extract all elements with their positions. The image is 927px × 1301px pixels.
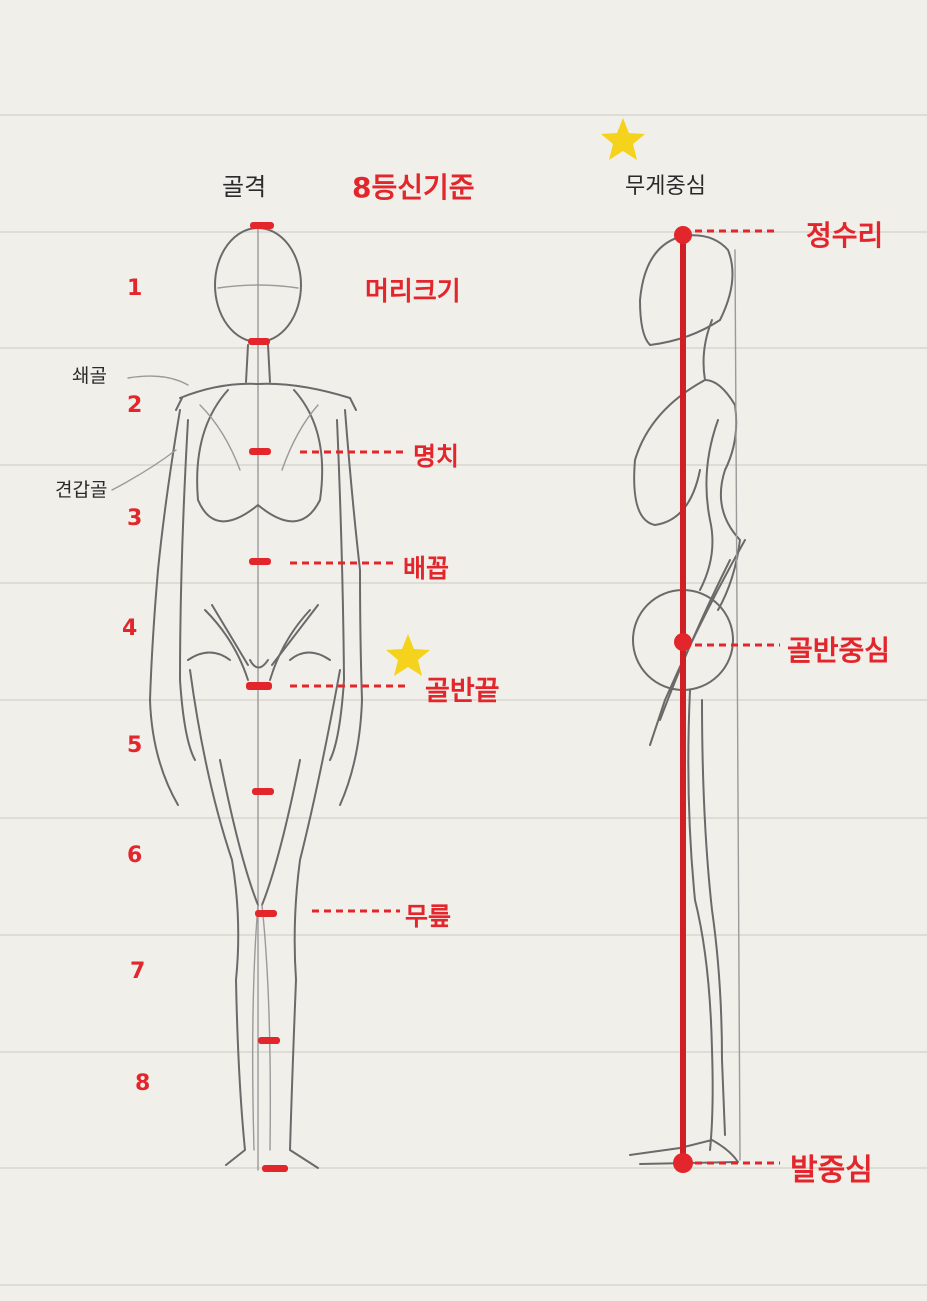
unit-number: 4 <box>122 616 137 641</box>
unit-number: 5 <box>127 733 142 758</box>
unit-number: 6 <box>127 843 142 868</box>
front-title: 골격 <box>222 173 266 201</box>
shoulder-blade-label: 견갑골 <box>55 479 107 501</box>
front-figure-markers <box>246 222 288 1172</box>
side-figure-sketch <box>629 234 746 1165</box>
front-leader-lines <box>290 450 405 913</box>
unit-number: 7 <box>130 959 145 984</box>
landmark-knee-label: 무릎 <box>405 902 451 931</box>
landmark-navel-label: 배꼽 <box>403 554 449 583</box>
paper-lines <box>0 114 927 1286</box>
unit-number: 2 <box>127 393 142 418</box>
pelvis-center-label: 골반중심 <box>787 634 890 667</box>
collarbone-label: 쇄골 <box>72 365 107 387</box>
front-figure-sketch <box>149 227 363 1171</box>
star-icon <box>601 118 645 160</box>
landmark-chest-label: 명치 <box>413 442 459 471</box>
gravity-line <box>673 226 780 1173</box>
unit-number: 8 <box>135 1071 150 1096</box>
proportion-heading: 8등신기준 <box>352 171 475 204</box>
unit-number: 3 <box>127 506 142 531</box>
crown-label: 정수리 <box>806 219 883 252</box>
side-title: 무게중심 <box>625 174 706 199</box>
foot-center-label: 발중심 <box>790 1153 873 1188</box>
head-size-note: 머리크기 <box>365 277 461 307</box>
landmark-pelvis-end-label: 골반끝 <box>425 676 500 707</box>
star-icon <box>386 634 430 676</box>
unit-number: 1 <box>127 276 142 301</box>
head-unit-numbers: 1 2 3 4 5 6 7 8 <box>122 276 150 1096</box>
